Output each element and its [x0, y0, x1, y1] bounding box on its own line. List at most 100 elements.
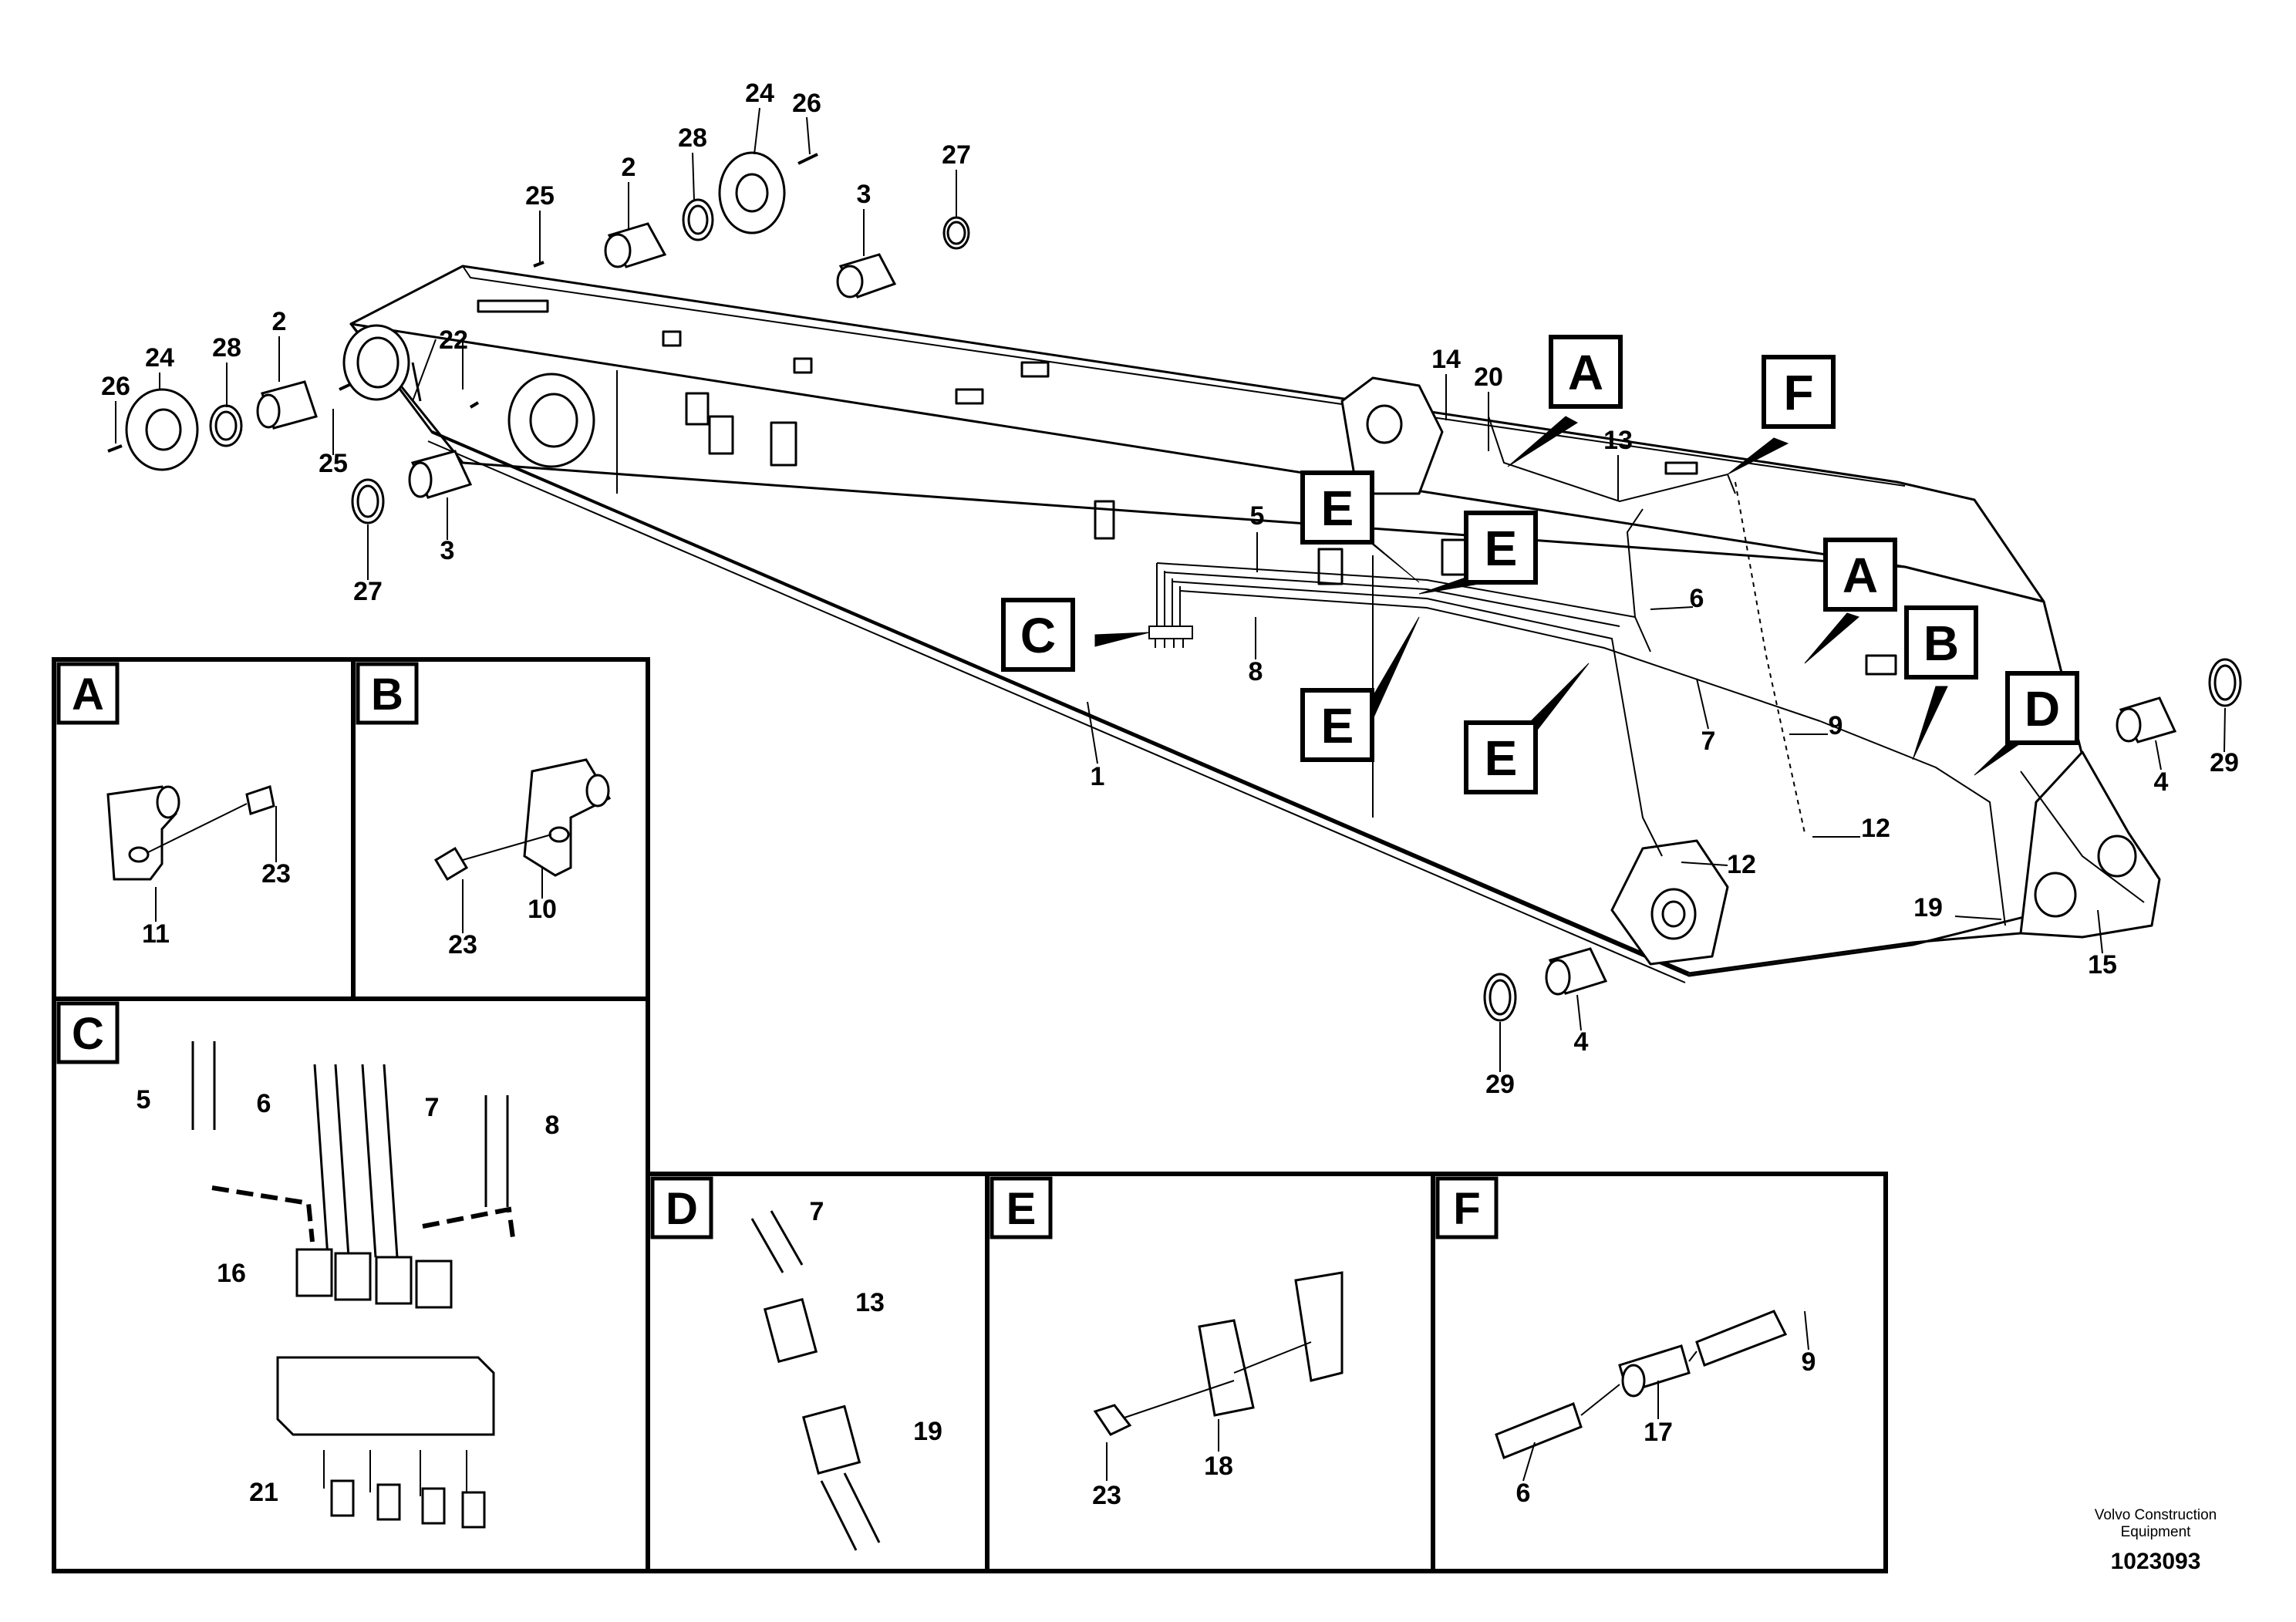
panel-part-label: 13 [855, 1288, 885, 1317]
callout-box-e: E [1464, 511, 1538, 585]
footer: Volvo Construction Equipment 1023093 [2095, 1507, 2217, 1574]
panel-d-artwork [750, 1210, 881, 1551]
part-number-label: 12 [1727, 850, 1756, 879]
panel-f-artwork [1495, 1310, 1809, 1482]
callout-box-c: C [1001, 598, 1075, 672]
panel-b-artwork [433, 758, 612, 933]
detail-panel-a: A 23 11 [52, 657, 356, 1001]
callout-letter: D [2025, 681, 2060, 737]
callout-letter: E [1321, 698, 1354, 754]
callout-letter: A [1843, 548, 1878, 603]
panel-e-artwork [1093, 1271, 1344, 1481]
panel-part-label: 17 [1644, 1418, 1673, 1447]
leader-lines [115, 107, 2226, 1072]
exploded-parts-right [1483, 658, 2242, 1022]
part-number-label: 22 [439, 325, 468, 355]
callout-letter: E [1485, 521, 1518, 576]
callout-box-d: D [2005, 671, 2079, 745]
part-number-label: 28 [212, 333, 241, 363]
part-number-label: 14 [1431, 345, 1461, 374]
part-number-label: 7 [1701, 727, 1716, 756]
callout-letter: C [1020, 608, 1056, 663]
part-number-label: 2 [272, 307, 287, 336]
panel-part-label: 21 [249, 1478, 278, 1507]
document-number: 1023093 [2111, 1549, 2201, 1574]
part-number-label: 3 [440, 536, 455, 565]
panel-part-label: 18 [1204, 1452, 1233, 1481]
detail-panel-b: B 10 23 [351, 657, 650, 1001]
part-number-label: 6 [1690, 584, 1704, 613]
panel-a-artwork [106, 785, 277, 922]
panel-part-label: 19 [913, 1417, 942, 1446]
part-number-label: 20 [1474, 363, 1503, 392]
part-number-label: 24 [745, 79, 774, 108]
panel-part-label: 16 [217, 1259, 246, 1288]
panel-title: E [1006, 1184, 1037, 1234]
part-number-label: 25 [525, 181, 555, 211]
panel-part-label: 11 [142, 919, 170, 949]
boom-body [342, 265, 2161, 983]
callout-box-e: E [1300, 470, 1374, 545]
panel-part-label: 7 [425, 1093, 440, 1122]
part-number-label: 15 [2088, 950, 2117, 980]
panel-part-label: 7 [810, 1197, 824, 1226]
callout-box-f: F [1762, 355, 1836, 429]
part-number-label: 27 [353, 577, 383, 606]
part-number-label: 8 [1249, 657, 1263, 686]
company-name-line2: Equipment [2121, 1524, 2192, 1540]
callout-box-e: E [1300, 688, 1374, 762]
exploded-parts-left [107, 362, 480, 524]
callout-letter: B [1923, 615, 1959, 671]
part-number-label: 29 [2210, 748, 2239, 777]
part-number-label: 3 [857, 180, 872, 209]
hydraulic-pipes [1156, 416, 2145, 926]
part-number-label: 12 [1861, 814, 1890, 843]
part-number-label: 13 [1603, 426, 1633, 455]
panel-part-label: 9 [1802, 1347, 1816, 1377]
panel-title: B [371, 669, 403, 720]
part-number-label: 2 [622, 153, 636, 182]
callout-box-a: A [1823, 538, 1897, 612]
callout-box-b: B [1904, 605, 1978, 679]
part-number-label: 28 [678, 123, 707, 153]
panel-title: A [72, 669, 104, 720]
panel-part-label: 6 [257, 1089, 271, 1118]
part-number-label: 27 [942, 140, 971, 170]
part-number-label: 5 [1250, 501, 1265, 531]
part-number-label: 19 [1913, 893, 1943, 922]
panel-c-artwork [191, 1041, 515, 1529]
part-number-label: 25 [319, 449, 348, 478]
panel-title: D [666, 1184, 698, 1234]
part-number-label: 1 [1091, 762, 1105, 791]
part-number-label: 4 [2154, 767, 2169, 797]
panel-part-label: 23 [1092, 1481, 1121, 1510]
part-number-label: 24 [145, 343, 174, 373]
part-number-label: 26 [792, 89, 821, 118]
panel-part-label: 23 [261, 859, 291, 889]
callout-pointers [1094, 416, 2026, 776]
panel-part-label: 23 [448, 930, 477, 959]
panel-part-label: 5 [137, 1085, 151, 1114]
part-number-label: 29 [1485, 1070, 1515, 1099]
company-name-line1: Volvo Construction [2095, 1507, 2217, 1523]
callout-letter: E [1321, 481, 1354, 536]
callout-letter: E [1485, 730, 1518, 786]
callout-box-a: A [1549, 335, 1623, 409]
callout-letter: A [1568, 345, 1603, 400]
panel-part-label: 10 [528, 895, 557, 924]
part-number-label: 9 [1829, 711, 1843, 740]
callout-box-e: E [1464, 720, 1538, 794]
detail-panel-d: D 7 13 19 [646, 1172, 990, 1573]
part-number-label: 26 [101, 372, 130, 401]
panel-part-label: 8 [545, 1111, 560, 1140]
panel-title: C [72, 1009, 104, 1059]
part-number-label: 4 [1574, 1027, 1589, 1057]
panel-part-label: 6 [1516, 1479, 1531, 1508]
exploded-parts-upper [533, 151, 970, 298]
callout-letter: F [1783, 365, 1813, 420]
